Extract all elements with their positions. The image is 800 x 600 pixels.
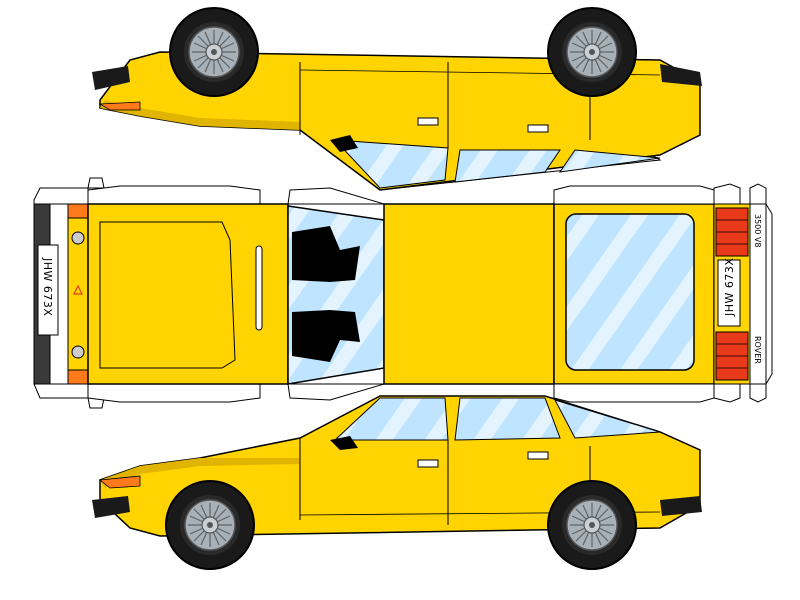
headlamp-icon bbox=[71, 345, 85, 359]
wheel-icon bbox=[547, 7, 637, 97]
door-handle-icon bbox=[527, 124, 549, 133]
number-plate-rear bbox=[717, 259, 741, 327]
window-quarter-lower bbox=[553, 399, 661, 439]
wheel-icon bbox=[547, 480, 637, 570]
number-plate-front bbox=[37, 244, 59, 336]
bumper-front-upper bbox=[92, 66, 130, 90]
plate-rear-text: JHW 673X bbox=[723, 258, 736, 317]
window-rear-lower bbox=[454, 397, 561, 441]
badge-rear-top: 3500 V8 bbox=[753, 214, 762, 247]
wheel-icon bbox=[165, 480, 255, 570]
bumper-rear-upper bbox=[660, 64, 702, 86]
door-handle-icon bbox=[417, 117, 439, 126]
window-rear-upper bbox=[454, 149, 561, 183]
side-view-lower bbox=[92, 395, 702, 570]
wheel-icon bbox=[169, 7, 259, 97]
door-handle-icon bbox=[527, 451, 549, 460]
door-handle-icon bbox=[417, 459, 439, 468]
rear-window bbox=[565, 213, 695, 371]
window-quarter-upper bbox=[558, 149, 661, 173]
seat-icon bbox=[292, 310, 360, 362]
side-view-upper bbox=[92, 7, 702, 191]
badge-rear-bottom: ROVER bbox=[753, 336, 762, 364]
bumper-rear-lower bbox=[660, 496, 702, 516]
top-view: JHW 673X bbox=[33, 177, 773, 409]
indicator-icon bbox=[67, 203, 89, 219]
roof-panel bbox=[383, 203, 555, 385]
bonnet-vent bbox=[255, 245, 263, 331]
indicator-icon bbox=[67, 369, 89, 385]
indicator-icon bbox=[98, 475, 141, 489]
window-front-upper bbox=[333, 139, 449, 189]
headlamp-icon bbox=[71, 231, 85, 245]
seat-icon bbox=[292, 226, 360, 282]
indicator-icon bbox=[98, 101, 141, 111]
plate-front-text: JHW 673X bbox=[41, 257, 54, 316]
warning-triangle-icon bbox=[73, 284, 83, 295]
window-front-lower bbox=[333, 397, 449, 441]
bumper-front-lower bbox=[92, 496, 130, 518]
